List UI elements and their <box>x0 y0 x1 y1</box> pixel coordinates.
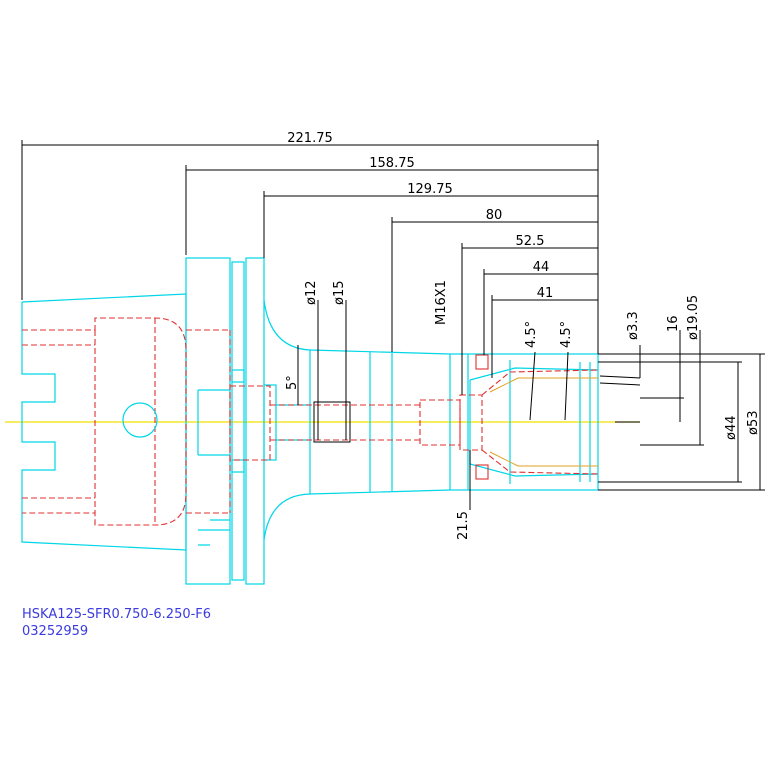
dim-length-body: 129.75 <box>407 182 453 197</box>
dim-angle-outer: 4.5° <box>524 321 539 348</box>
dim-length-bore-inner: 41 <box>537 286 554 301</box>
dim-depth-21-5: 21.5 <box>456 511 471 540</box>
holder-outline <box>21 257 599 585</box>
dim-length-flange: 158.75 <box>369 156 415 171</box>
dim-length-bore: 44 <box>533 260 550 275</box>
dim-thread: M16X1 <box>434 280 449 325</box>
dim-dia-19-05: ø19.05 <box>686 295 701 340</box>
dim-length-nose: 80 <box>486 208 503 223</box>
dim-dia-12: ø12 <box>304 281 319 306</box>
part-number: HSKA125-SFR0.750-6.250-F6 <box>22 607 212 622</box>
dim-dia-53: ø53 <box>746 411 761 436</box>
drawing-id: 03252959 <box>22 624 89 639</box>
dim-dia-44: ø44 <box>724 416 739 441</box>
dim-angle-inner: 4.5° <box>559 321 574 348</box>
dim-dia-3-3: ø3.3 <box>626 311 641 340</box>
dim-angle-5: 5° <box>285 375 300 390</box>
dim-length-collet: 52.5 <box>516 234 545 249</box>
dimension-lines <box>21 140 765 510</box>
dim-overall-length: 221.75 <box>287 131 333 146</box>
dim-depth-16: 16 <box>666 315 681 332</box>
hidden-lines <box>22 317 641 526</box>
dim-dia-15: ø15 <box>332 281 347 306</box>
